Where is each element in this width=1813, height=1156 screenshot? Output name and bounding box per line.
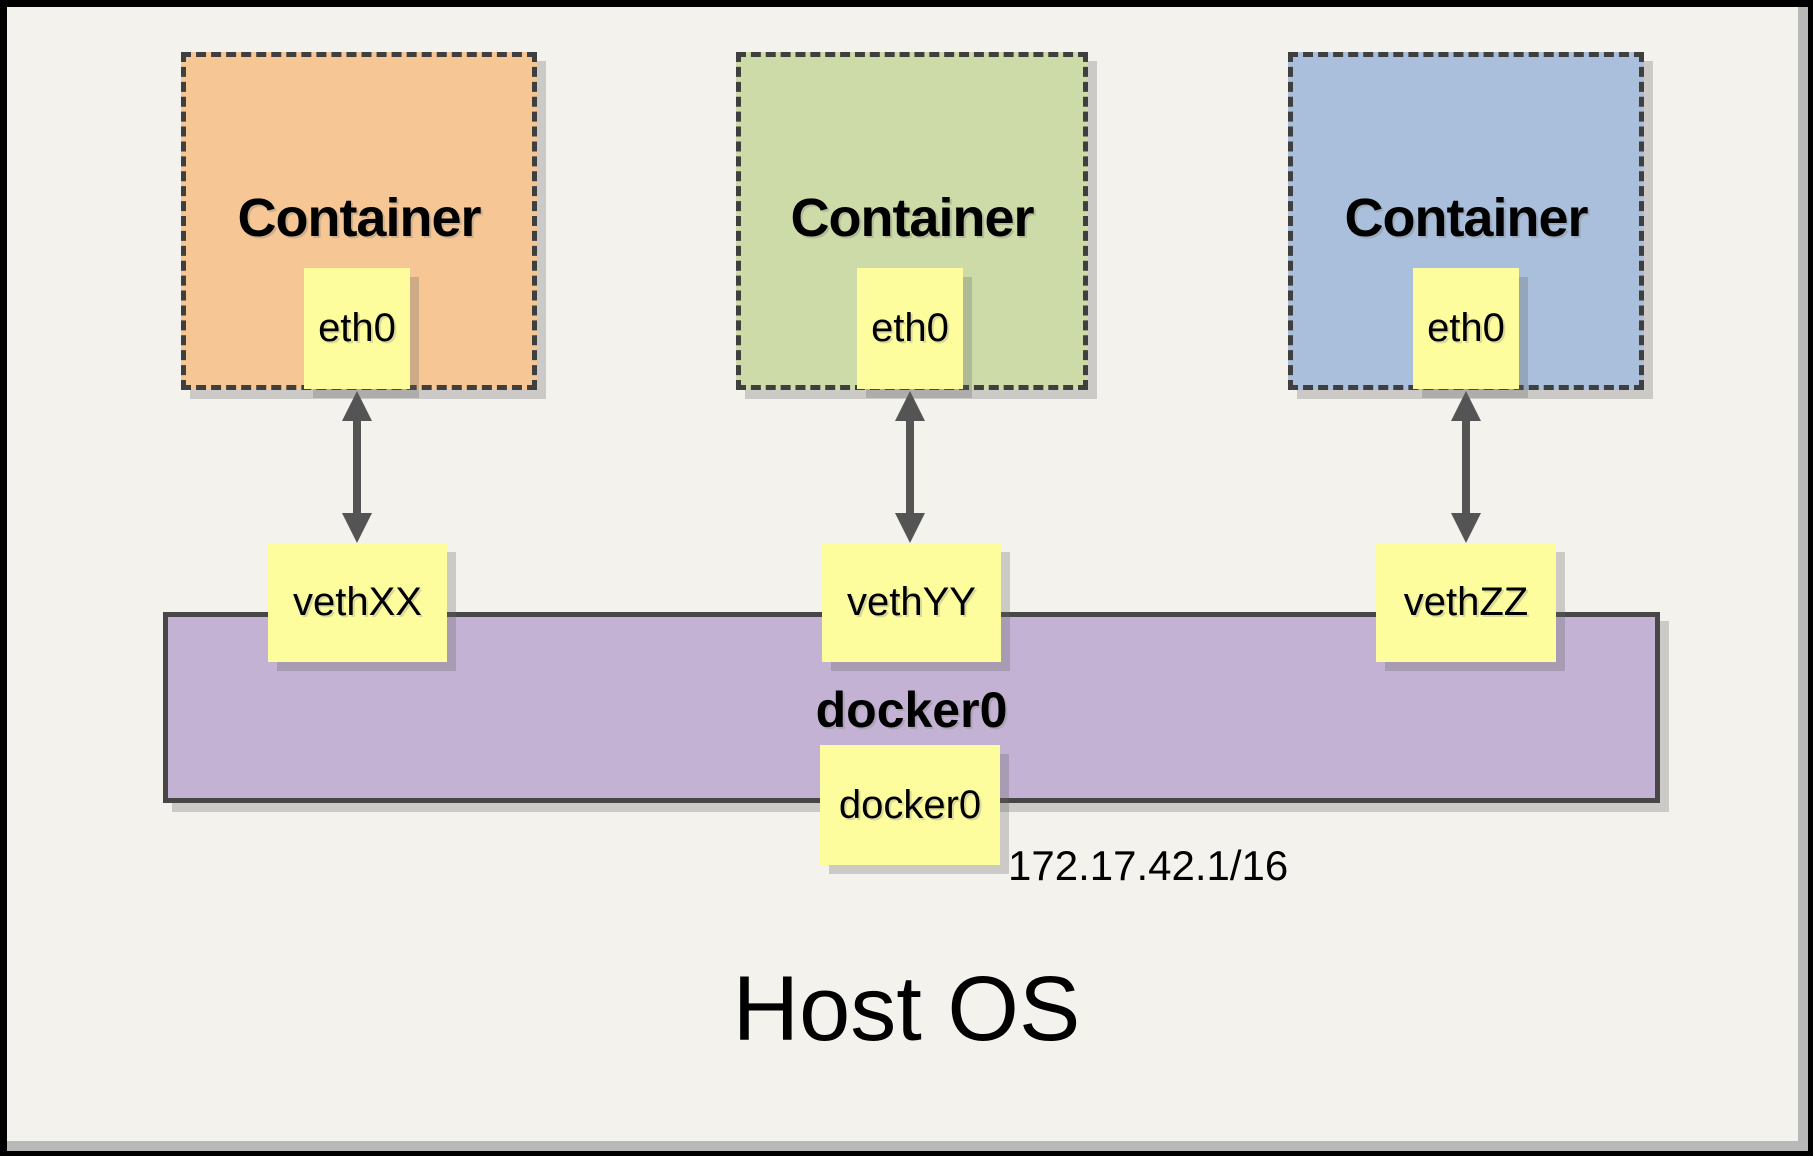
- container-label: Container: [790, 188, 1034, 248]
- veth-label: vethXX: [293, 580, 422, 624]
- docker0-interface-label: docker0: [838, 782, 982, 827]
- veth-box-3: vethZZ: [1376, 543, 1556, 662]
- veth-label: vethYY: [847, 580, 976, 624]
- bidirectional-arrow-icon-3: [1451, 391, 1481, 543]
- host-os-label: Host OS: [732, 958, 1081, 1060]
- veth-box-2: vethYY: [822, 543, 1001, 662]
- eth0-label: eth0: [1427, 306, 1505, 350]
- bidirectional-arrow-icon-2: [895, 391, 925, 543]
- container-label: Container: [237, 188, 481, 248]
- bidirectional-arrow-icon-1: [342, 391, 372, 543]
- eth0-interface-box-2: eth0: [857, 268, 963, 389]
- veth-label: vethZZ: [1403, 580, 1529, 624]
- bridge-ip-label: 172.17.42.1/16: [1008, 842, 1289, 889]
- container-label: Container: [1344, 188, 1588, 248]
- docker0-bridge-label: docker0: [815, 682, 1008, 738]
- docker0-interface-box: docker0: [820, 745, 1000, 865]
- container-box-2: Container: [736, 52, 1088, 390]
- eth0-label: eth0: [318, 306, 396, 350]
- veth-box-1: vethXX: [268, 543, 447, 662]
- eth0-interface-box-1: eth0: [304, 268, 410, 389]
- eth0-interface-box-3: eth0: [1413, 268, 1519, 389]
- eth0-label: eth0: [871, 306, 949, 350]
